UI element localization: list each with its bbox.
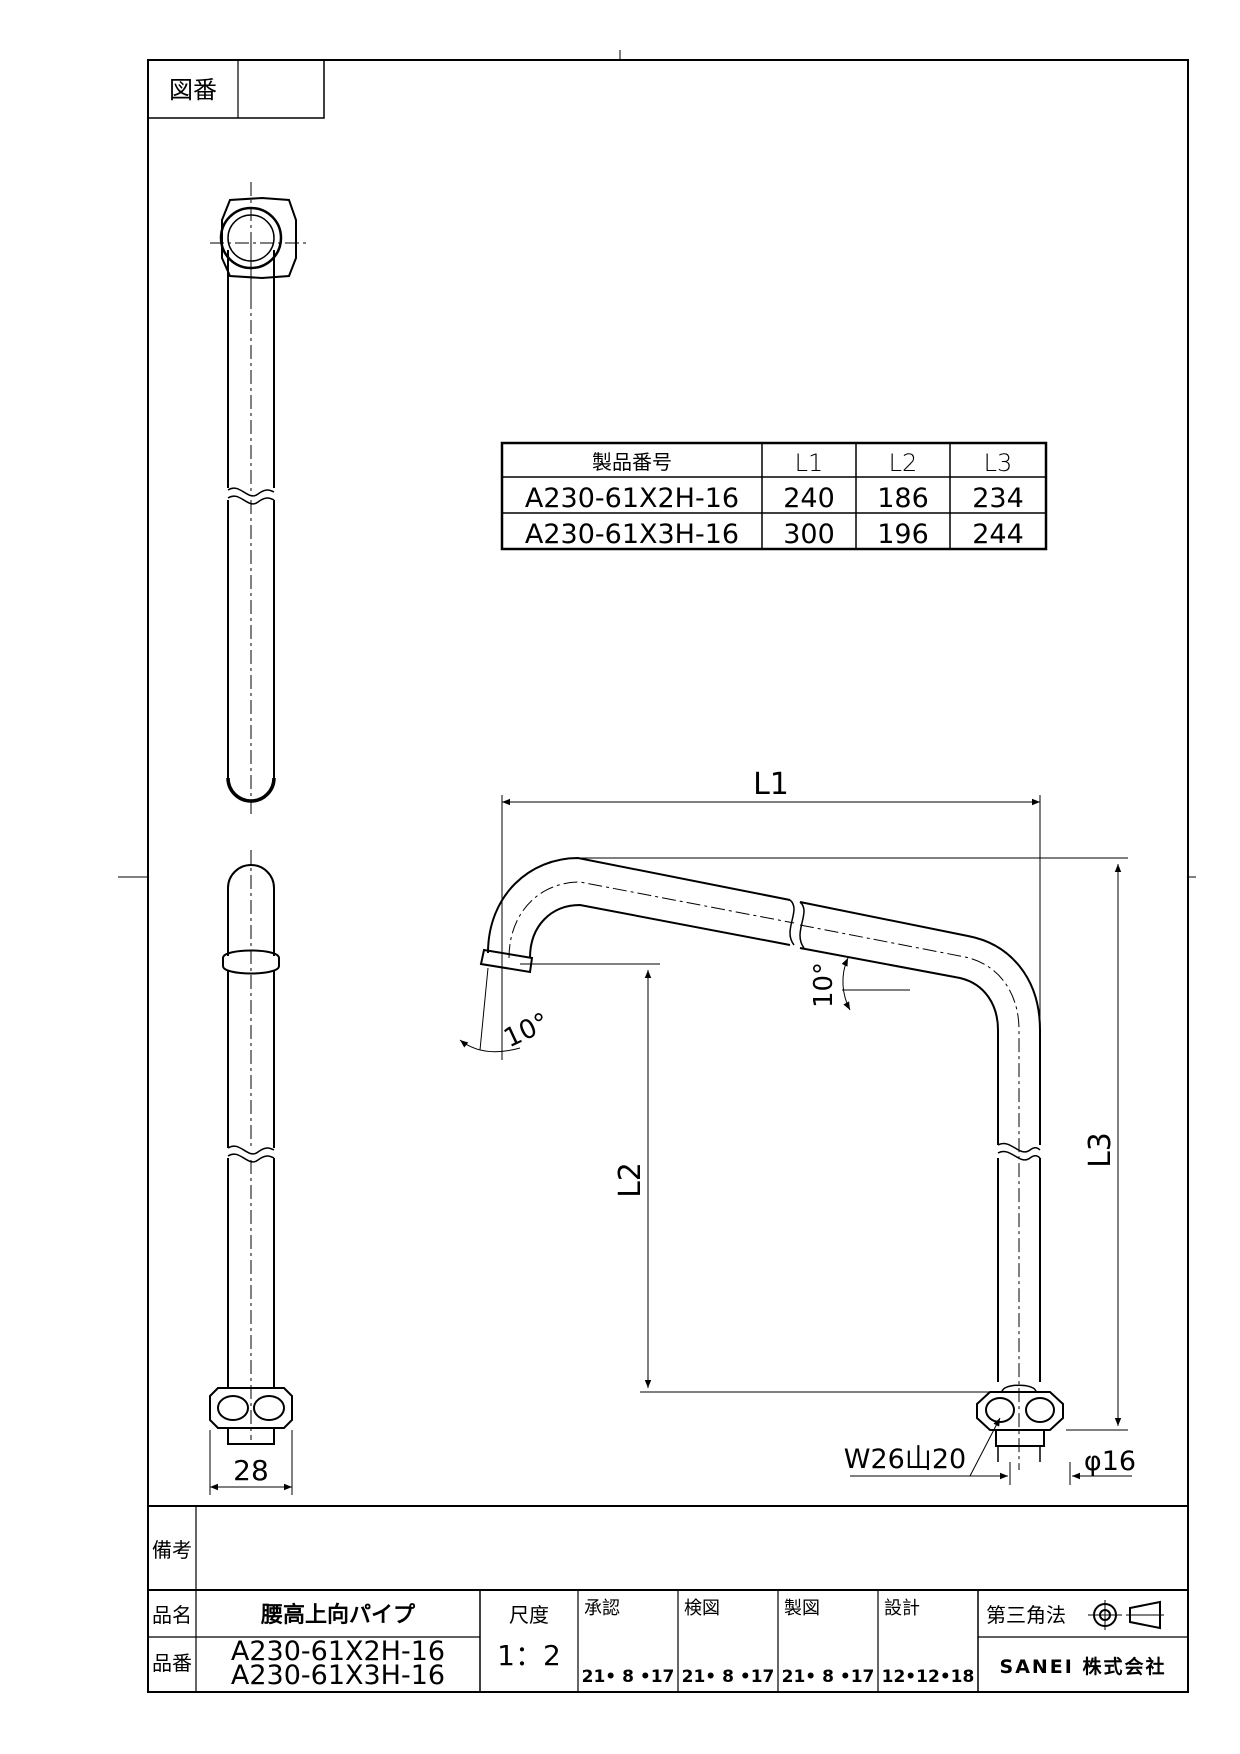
- side-view-top: [210, 182, 310, 815]
- draft-date: 21• 8 •17: [782, 1667, 875, 1687]
- dim-angle-spout: 10°: [499, 1007, 553, 1054]
- scale-value: 1：2: [497, 1639, 561, 1672]
- product-name-value: 腰高上向パイプ: [260, 1602, 416, 1628]
- product-number-1: A230-61X2H-16: [231, 1636, 445, 1667]
- spec-row2-product: A230-61X3H-16: [525, 519, 739, 550]
- sheet-border: [147, 59, 1189, 1693]
- drawing-number-box: 図番: [147, 59, 325, 119]
- dim-thread: W26山20: [844, 1444, 966, 1475]
- spec-row2-l3: 244: [972, 519, 1024, 550]
- title-block: [148, 1505, 1188, 1692]
- center-marks: [118, 50, 1196, 878]
- spec-table: 製品番号 L1 L2 L3 A230-61X2H-16 240 186 234 …: [500, 441, 1048, 551]
- draft-label: 製図: [784, 1598, 820, 1619]
- spec-row1-l1: 240: [783, 483, 835, 514]
- design-label: 設計: [884, 1598, 920, 1619]
- spec-row2-l1: 300: [783, 519, 835, 550]
- spec-row1-l2: 186: [877, 483, 929, 514]
- side-view-bottom: [209, 850, 293, 1495]
- dimension-lines: [459, 795, 1132, 1485]
- dim-l1: L1: [753, 767, 789, 802]
- product-name-label: 品名: [152, 1603, 192, 1627]
- dim-l2: L2: [613, 1162, 648, 1198]
- spec-row2-l2: 196: [877, 519, 929, 550]
- spec-header-product: 製品番号: [592, 450, 672, 474]
- front-view-pipe: [479, 856, 1064, 1470]
- remarks-label: 備考: [152, 1538, 192, 1562]
- spec-row1-product: A230-61X2H-16: [525, 483, 739, 514]
- approval-date: 21• 8 •17: [582, 1667, 675, 1687]
- spec-header-l3: L3: [984, 449, 1013, 477]
- dim-width-28: 28: [233, 1454, 269, 1487]
- spec-header-l1: L1: [795, 449, 824, 477]
- product-number-2: A230-61X3H-16: [231, 1660, 445, 1691]
- projection-label: 第三角法: [986, 1603, 1066, 1627]
- check-label: 検図: [684, 1598, 720, 1619]
- dim-angle-arm: 10°: [809, 962, 839, 1008]
- drawing-number-label: 図番: [169, 76, 217, 104]
- third-angle-projection-icon: [1088, 1600, 1164, 1630]
- dim-l3: L3: [1083, 1132, 1118, 1168]
- check-date: 21• 8 •17: [682, 1667, 775, 1687]
- product-number-label: 品番: [152, 1651, 192, 1675]
- scale-label: 尺度: [509, 1603, 549, 1627]
- company-name: SANEI 株式会社: [1000, 1655, 1167, 1678]
- approval-label: 承認: [584, 1598, 620, 1619]
- spec-row1-l3: 234: [972, 483, 1024, 514]
- dim-diameter: φ16: [1084, 1446, 1136, 1477]
- design-date: 12•12•18: [882, 1667, 975, 1687]
- spec-header-l2: L2: [889, 449, 918, 477]
